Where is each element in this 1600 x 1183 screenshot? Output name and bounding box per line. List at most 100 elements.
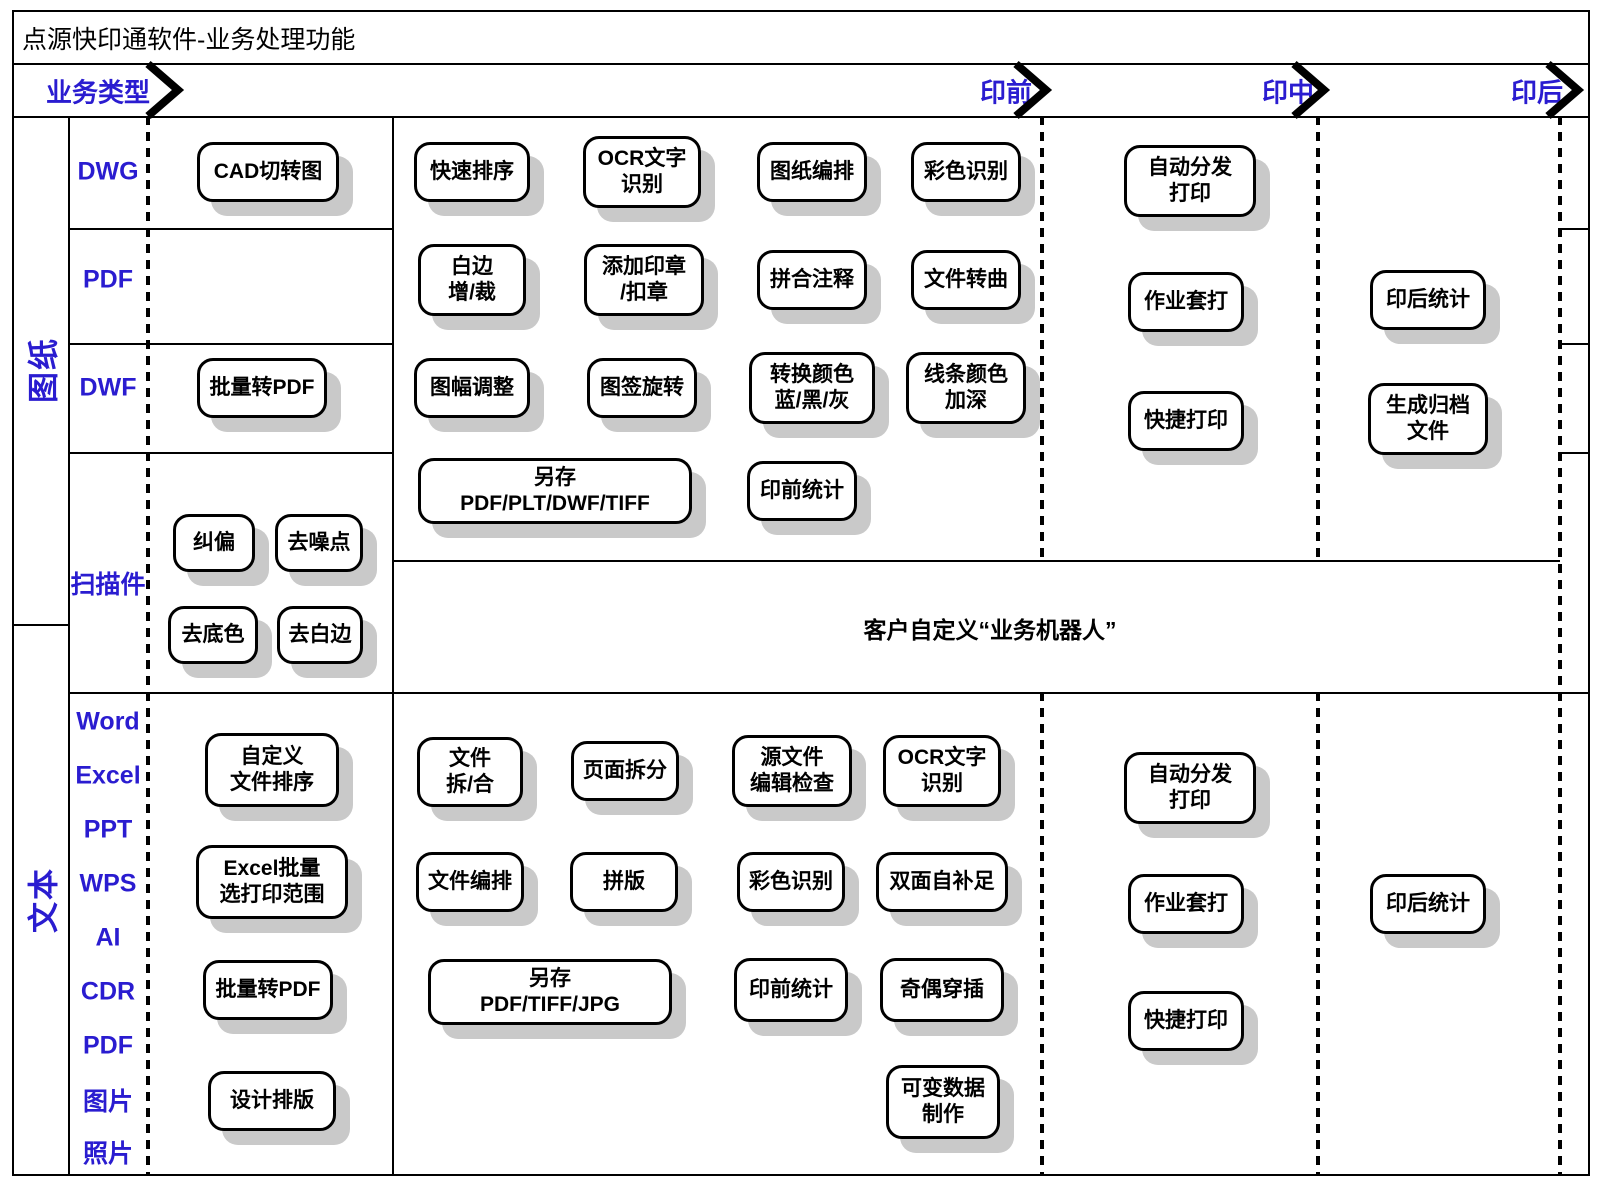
function-box-label: 生成归档 — [1386, 394, 1470, 417]
function-box-label: 批量转PDF — [215, 978, 321, 1001]
header-stage-inpress: 印中 — [1261, 77, 1315, 108]
function-box-label: 白边 — [451, 255, 493, 278]
function-box-wen-jian-chai-he: 文件拆/合 — [417, 737, 523, 807]
grid-line — [1560, 452, 1590, 454]
function-box-xian-tiao-yan-se: 线条颜色加深 — [906, 352, 1026, 424]
function-box-label: 去白边 — [288, 623, 352, 646]
function-box-label: 奇偶穿插 — [900, 978, 984, 1001]
function-box-yuan-wen-jian-jian-cha: 源文件编辑检查 — [732, 735, 852, 807]
function-box-sheng-cheng-gui-dang: 生成归档文件 — [1368, 383, 1488, 455]
format-label-top-0: DWG — [77, 157, 139, 186]
dashed-separator — [1040, 116, 1044, 560]
function-box-ke-bian-shu-ju: 可变数据制作 — [886, 1065, 1000, 1139]
function-box-label: 纠偏 — [193, 531, 235, 554]
function-box-label: 页面拆分 — [583, 759, 667, 782]
function-box-zi-ding-yi-pai-xu: 自定义文件排序 — [205, 733, 339, 807]
dashed-separator — [1558, 116, 1562, 1174]
grid-line — [68, 343, 392, 345]
function-box-label: 印前统计 — [749, 978, 833, 1001]
function-box-cai-se-shi-bie-bottom: 彩色识别 — [737, 852, 845, 912]
dashed-separator — [1316, 692, 1320, 1174]
function-box-qu-di-se: 去底色 — [168, 606, 258, 664]
function-box-label: CAD切转图 — [213, 160, 323, 183]
function-box-yin-hou-tong-ji-top: 印后统计 — [1370, 270, 1486, 330]
function-box-label: 拆/合 — [446, 773, 494, 796]
grid-line — [12, 116, 1590, 118]
function-box-jiu-pian: 纠偏 — [173, 514, 255, 572]
function-box-label: 作业套打 — [1144, 290, 1228, 313]
function-box-zi-dong-fen-fa-bottom: 自动分发打印 — [1124, 752, 1256, 824]
grid-line — [68, 116, 70, 1174]
function-box-label: 双面自补足 — [889, 870, 995, 893]
grid-line — [392, 116, 394, 1174]
function-box-pi-liang-zhuan-pdf-drawing: 批量转PDF — [197, 358, 327, 418]
function-box-tu-fu-tiao-zheng: 图幅调整 — [414, 358, 530, 418]
function-box-yin-hou-tong-ji-bottom: 印后统计 — [1370, 874, 1486, 934]
function-box-label: 去噪点 — [287, 531, 351, 554]
function-box-label: 彩色识别 — [749, 870, 833, 893]
function-box-qu-zao-dian: 去噪点 — [275, 514, 363, 572]
function-box-label: 打印 — [1169, 182, 1211, 205]
format-label-bottom-8: 照片 — [82, 1140, 134, 1168]
function-box-label: 快速排序 — [430, 160, 514, 183]
function-box-bai-bian-zeng-cai: 白边增/裁 — [418, 244, 526, 316]
function-box-label: 另存 — [529, 967, 571, 990]
function-box-kuai-jie-da-yin-top: 快捷打印 — [1128, 391, 1244, 451]
function-box-label: 选打印范围 — [219, 883, 325, 906]
grid-line — [12, 63, 1590, 65]
function-box-pin-ban: 拼版 — [570, 852, 678, 912]
category-label-text: 文本 — [26, 867, 62, 933]
dashed-separator — [1040, 692, 1044, 1174]
format-label-bottom-6: PDF — [83, 1031, 133, 1060]
function-box-label: Excel批量 — [223, 857, 321, 880]
function-box-label: 图签旋转 — [600, 376, 684, 399]
grid-line — [392, 560, 1560, 562]
grid-line — [68, 692, 1590, 694]
header-business-type: 业务类型 — [45, 77, 151, 108]
function-box-label: 可变数据 — [901, 1077, 985, 1100]
format-label-bottom-7: 图片 — [82, 1088, 134, 1116]
function-box-label: 设计排版 — [230, 1089, 314, 1112]
function-box-label: 识别 — [621, 173, 663, 196]
format-label-bottom-1: Excel — [75, 761, 141, 790]
function-box-label: 自动分发 — [1148, 763, 1232, 786]
category-label-drawings: 图纸 — [26, 337, 62, 403]
function-box-pi-liang-zhuan-pdf-text: 批量转PDF — [203, 960, 333, 1020]
function-box-label: 另存 — [534, 466, 576, 489]
format-label-bottom-3: WPS — [79, 869, 137, 898]
function-box-label: 作业套打 — [1144, 892, 1228, 915]
function-box-label: 文件编排 — [428, 870, 512, 893]
header-stage-postpress: 印后 — [1510, 77, 1564, 108]
dashed-separator — [1316, 116, 1320, 560]
function-box-label: 文件 — [1407, 420, 1449, 443]
function-box-ocr-top: OCR文字识别 — [583, 136, 701, 208]
function-box-label: 自动分发 — [1148, 156, 1232, 179]
function-box-label: 拼版 — [603, 870, 645, 893]
grid-line — [1588, 10, 1590, 1176]
function-box-label: 增/裁 — [448, 281, 496, 304]
function-box-wen-jian-zhuan-qu: 文件转曲 — [911, 250, 1021, 310]
function-box-label: 文件转曲 — [924, 268, 1008, 291]
function-box-ye-mian-chai-fen: 页面拆分 — [571, 741, 679, 801]
function-box-shuang-mian-zi-bu-zu: 双面自补足 — [876, 852, 1008, 912]
function-box-label: 转换颜色 — [770, 363, 854, 386]
function-box-label: 文件排序 — [230, 771, 314, 794]
chevron-icon — [145, 60, 185, 120]
function-box-label: 彩色识别 — [924, 160, 1008, 183]
function-box-zuo-ye-tao-da-bottom: 作业套打 — [1128, 874, 1244, 934]
function-box-label: 批量转PDF — [209, 376, 315, 399]
function-box-label: 编辑检查 — [750, 772, 834, 795]
custom-robot-band-label: 客户自定义“业务机器人” — [863, 617, 1117, 643]
function-box-label: 图纸编排 — [770, 160, 854, 183]
function-box-yin-qian-tong-ji-top: 印前统计 — [747, 461, 857, 521]
function-box-tu-qian-xuan-zhuan: 图签旋转 — [587, 358, 697, 418]
function-box-label: 拼合注释 — [770, 268, 854, 291]
function-box-zhuan-huan-yan-se: 转换颜色蓝/黑/灰 — [749, 352, 875, 424]
function-box-label: 文件 — [449, 747, 491, 770]
function-box-label: 识别 — [921, 772, 963, 795]
function-box-label: 蓝/黑/灰 — [774, 389, 850, 412]
header-stage-prepress: 印前 — [979, 77, 1033, 108]
